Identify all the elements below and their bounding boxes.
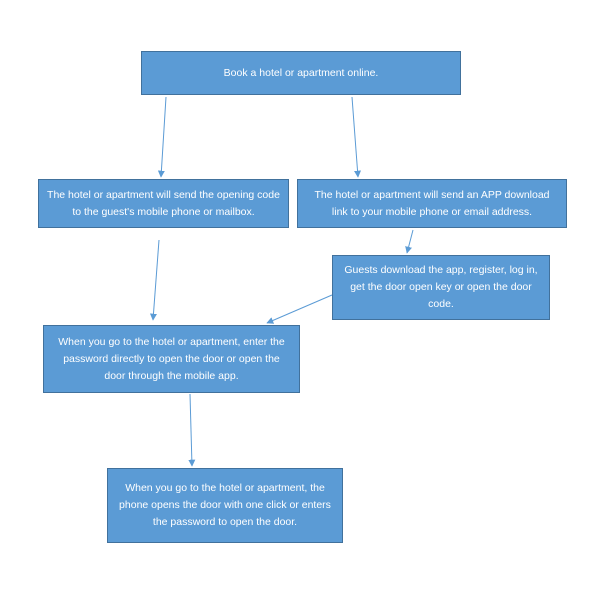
step-send-app-link-text: The hotel or apartment will send an APP … <box>314 188 550 218</box>
step-download-app-text: Guests download the app, register, log i… <box>344 264 538 310</box>
step-send-opening-code: The hotel or apartment will send the ope… <box>38 179 289 228</box>
step-download-app: Guests download the app, register, log i… <box>332 255 550 320</box>
arrow-send-code-to-enter-password <box>149 239 160 321</box>
step-book-online: Book a hotel or apartment online. <box>141 51 461 95</box>
arrow-enter-password-to-phone-open <box>188 393 196 467</box>
step-enter-password-text: When you go to the hotel or apartment, e… <box>58 335 285 382</box>
step-send-opening-code-text: The hotel or apartment will send the ope… <box>47 188 280 218</box>
step-phone-open-door: When you go to the hotel or apartment, t… <box>107 468 343 543</box>
step-send-app-link: The hotel or apartment will send an APP … <box>297 179 567 228</box>
arrow-book-to-send-code <box>157 96 167 178</box>
arrow-send-app-to-download <box>405 229 414 254</box>
step-phone-open-door-text: When you go to the hotel or apartment, t… <box>119 482 331 528</box>
arrow-book-to-send-app <box>351 96 362 178</box>
step-book-online-text: Book a hotel or apartment online. <box>223 66 379 79</box>
arrow-download-to-enter-password <box>266 294 333 324</box>
step-enter-password: When you go to the hotel or apartment, e… <box>43 325 300 393</box>
